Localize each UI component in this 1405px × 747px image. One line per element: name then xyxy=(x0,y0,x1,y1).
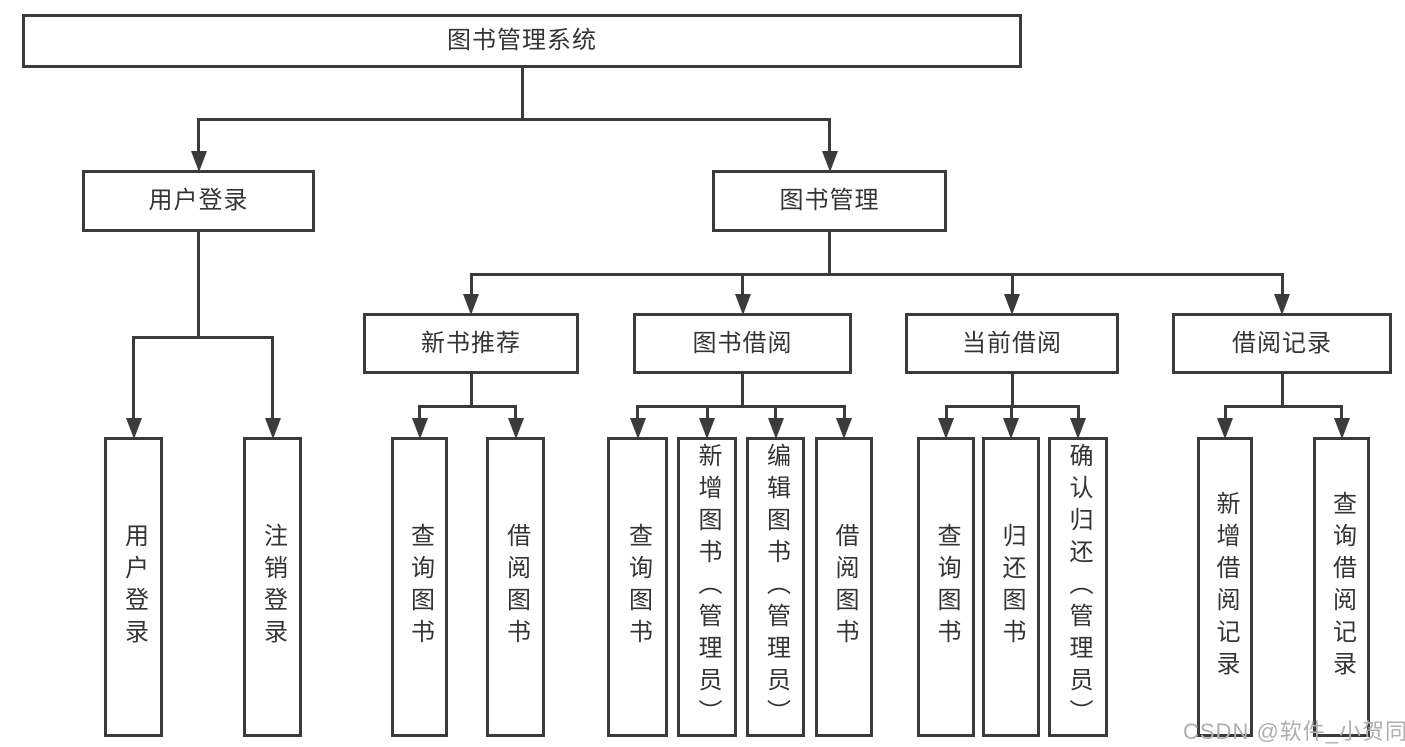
connector-bar-book-borrow xyxy=(636,405,846,408)
arrowhead-current-borrow xyxy=(1004,294,1020,315)
arrowhead-bb-borrow-books xyxy=(836,418,852,439)
node-nbr-borrow-books: 借阅图书 xyxy=(486,437,545,737)
connector-drop-bb-query-books xyxy=(636,405,639,420)
arrowhead-book-mgmt xyxy=(821,151,838,172)
connector-bar-root xyxy=(197,118,831,121)
node-bb-add-books: 新增图书（管理员） xyxy=(677,437,737,737)
connector-stem-borrow-records xyxy=(1280,374,1284,408)
arrowhead-ul-user-login xyxy=(125,418,142,439)
arrowhead-bb-edit-books xyxy=(767,418,784,439)
node-user-login: 用户登录 xyxy=(82,170,315,232)
node-borrow-records: 借阅记录 xyxy=(1172,313,1392,374)
connector-drop-user-login xyxy=(197,118,200,153)
connector-stem-book-mgmt xyxy=(828,232,831,276)
connector-bar-book-mgmt xyxy=(469,273,1284,276)
node-br-query-record: 查询借阅记录 xyxy=(1313,437,1370,737)
connector-drop-book-borrow xyxy=(741,273,744,296)
node-book-mgmt: 图书管理 xyxy=(712,170,947,232)
node-bb-query-books: 查询图书 xyxy=(607,437,668,737)
arrowhead-cb-confirm-return xyxy=(1070,418,1086,439)
connector-drop-ul-logout xyxy=(271,336,274,420)
arrowhead-borrow-records xyxy=(1274,294,1290,315)
node-ul-logout: 注销登录 xyxy=(243,437,302,737)
arrowhead-br-query-record xyxy=(1333,418,1350,439)
node-cb-return-books: 归还图书 xyxy=(982,437,1040,737)
connector-drop-cb-query-books xyxy=(944,405,948,420)
connector-drop-borrow-records xyxy=(1280,273,1284,296)
arrowhead-new-book-rec xyxy=(463,294,479,315)
connector-stem-new-book-rec xyxy=(469,374,473,408)
connector-drop-ul-user-login xyxy=(132,336,135,420)
node-bb-edit-books: 编辑图书（管理员） xyxy=(746,437,805,737)
node-cb-confirm-return: 确认归还（管理员） xyxy=(1048,437,1108,737)
arrowhead-nbr-query-books xyxy=(411,418,428,439)
arrowhead-cb-return-books xyxy=(1003,418,1019,439)
arrowhead-user-login xyxy=(190,151,207,172)
arrowhead-ul-logout xyxy=(264,418,281,439)
connector-drop-br-add-record xyxy=(1223,405,1227,420)
connector-drop-book-mgmt xyxy=(828,118,831,153)
node-br-add-record: 新增借阅记录 xyxy=(1197,437,1253,737)
connector-drop-nbr-borrow-books xyxy=(514,405,517,420)
node-current-borrow: 当前借阅 xyxy=(905,313,1119,374)
connector-drop-current-borrow xyxy=(1010,273,1014,296)
node-bb-borrow-books: 借阅图书 xyxy=(815,437,873,737)
node-cb-query-books: 查询图书 xyxy=(917,437,975,737)
connector-bar-borrow-records xyxy=(1223,405,1343,408)
connector-stem-user-login xyxy=(197,232,200,339)
arrowhead-cb-query-books xyxy=(938,418,954,439)
connector-stem-book-borrow xyxy=(741,374,744,408)
connector-drop-bb-edit-books xyxy=(774,405,777,420)
connector-drop-cb-confirm-return xyxy=(1076,405,1080,420)
arrowhead-book-borrow xyxy=(734,294,751,315)
node-book-borrow: 图书借阅 xyxy=(633,313,852,374)
node-ul-user-login: 用户登录 xyxy=(104,437,163,737)
connector-drop-nbr-query-books xyxy=(418,405,421,420)
connector-drop-bb-borrow-books xyxy=(842,405,846,420)
connector-drop-new-book-rec xyxy=(469,273,473,296)
arrowhead-bb-query-books xyxy=(629,418,646,439)
connector-drop-cb-return-books xyxy=(1009,405,1013,420)
node-nbr-query-books: 查询图书 xyxy=(391,437,448,737)
connector-bar-new-book-rec xyxy=(418,405,517,408)
connector-drop-bb-add-books xyxy=(705,405,709,420)
connector-drop-br-query-record xyxy=(1340,405,1343,420)
node-root: 图书管理系统 xyxy=(22,14,1022,68)
csdn-watermark: CSDN @软件_小贺同学 xyxy=(1183,719,1405,744)
connector-bar-user-login xyxy=(132,336,274,339)
arrowhead-bb-add-books xyxy=(699,418,715,439)
arrowhead-nbr-borrow-books xyxy=(507,418,524,439)
arrowhead-br-add-record xyxy=(1217,418,1233,439)
node-new-book-rec: 新书推荐 xyxy=(363,313,579,374)
connector-stem-current-borrow xyxy=(1010,374,1014,408)
connector-stem-root xyxy=(520,68,524,121)
